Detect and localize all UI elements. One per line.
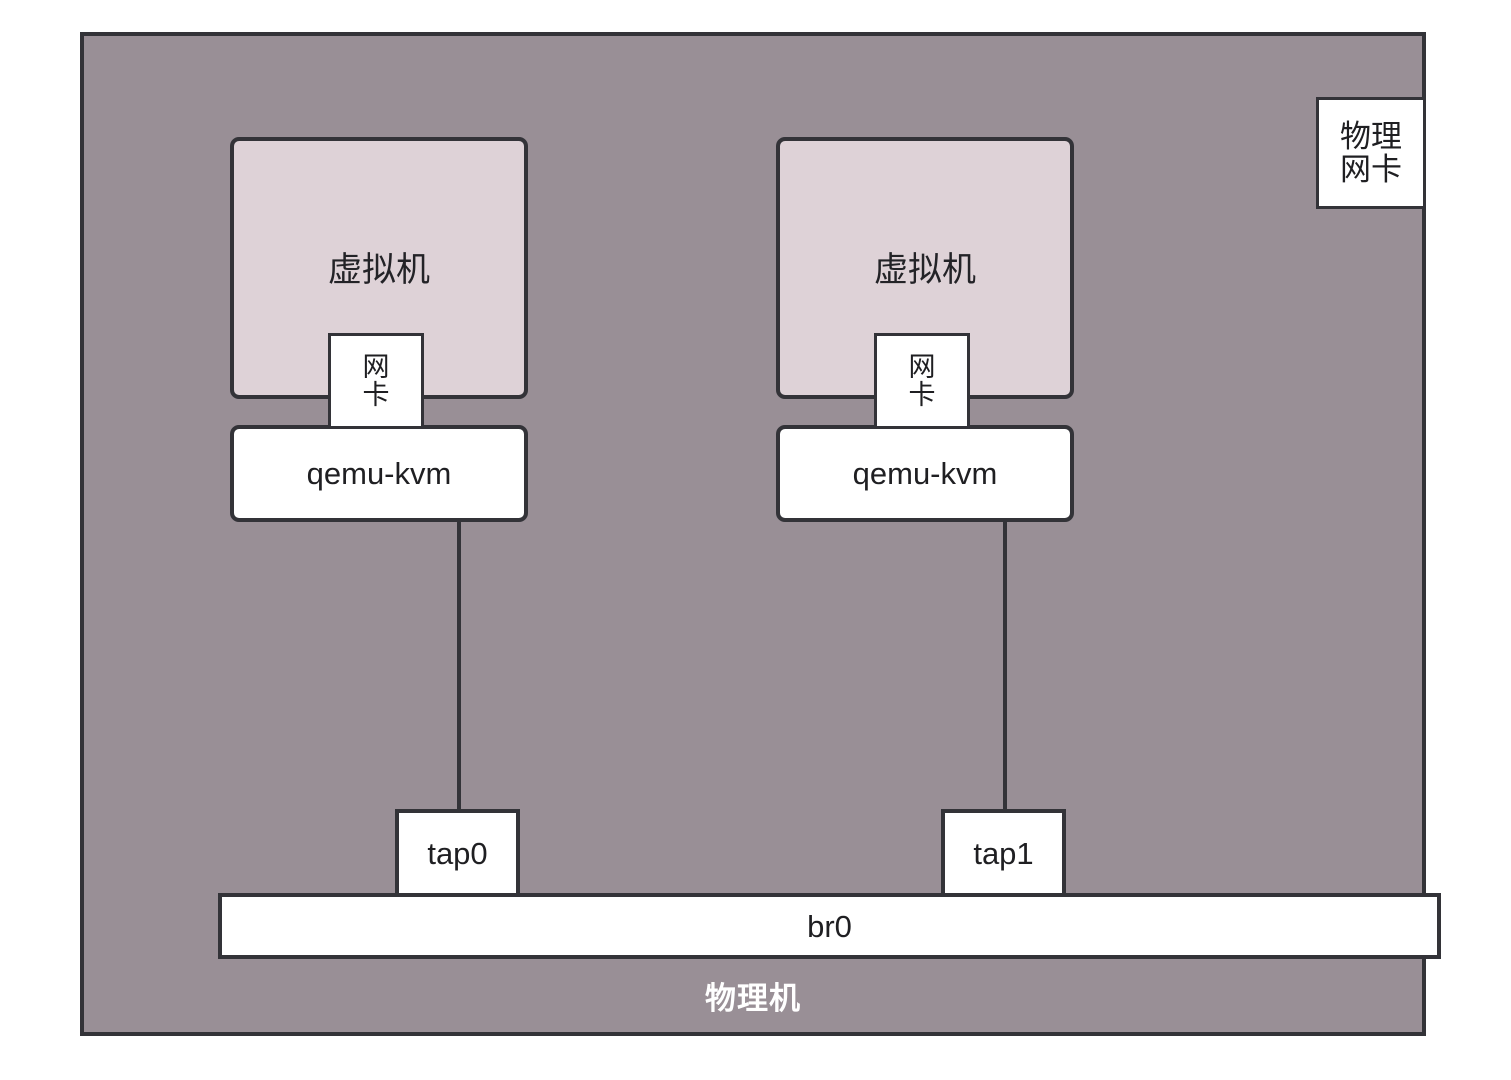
bridge-br0-label: br0: [807, 908, 852, 944]
qemu-kvm-label-1: qemu-kvm: [306, 456, 452, 491]
vm-nic-label-line2-1: 卡: [362, 380, 390, 410]
physical-nic-box: 物理 网卡: [1316, 97, 1426, 209]
vm-nic-box-2: 网 卡: [874, 333, 970, 429]
vm-nic-label-line1-1: 网: [362, 351, 390, 382]
vm-nic-label-line2-2: 卡: [908, 380, 936, 410]
vm-title-2: 虚拟机: [874, 251, 976, 289]
physical-nic-label-line2: 网卡: [1340, 152, 1402, 187]
qemu-kvm-label-2: qemu-kvm: [852, 456, 998, 491]
vm-nic-label-line1-2: 网: [908, 351, 936, 382]
vm-title-1: 虚拟机: [328, 251, 430, 289]
tap0-label: tap0: [427, 835, 488, 871]
physical-nic-label-line1: 物理: [1340, 118, 1402, 154]
bridge-br0-bar: br0: [218, 893, 1441, 959]
tap0-box: tap0: [395, 809, 520, 897]
vm-nic-box-1: 网 卡: [328, 333, 424, 429]
tap1-box: tap1: [941, 809, 1066, 897]
physical-machine-container: 物理 网卡 虚拟机 网 卡 qemu-kvm 虚拟机 网 卡: [80, 32, 1441, 1036]
tap1-label: tap1: [973, 835, 1034, 871]
connector-line-qemu2-to-tap1: [1003, 521, 1007, 811]
physical-machine-label: 物理机: [705, 981, 801, 1016]
connector-line-qemu1-to-tap0: [457, 521, 461, 811]
qemu-kvm-box-2: qemu-kvm: [776, 425, 1074, 522]
qemu-kvm-box-1: qemu-kvm: [230, 425, 528, 522]
